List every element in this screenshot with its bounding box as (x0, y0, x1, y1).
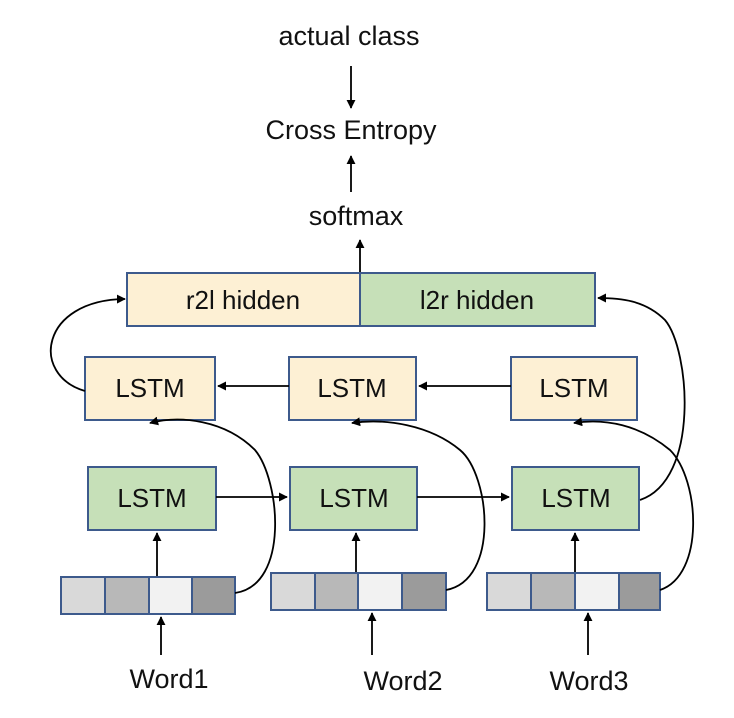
word1-label: Word1 (129, 664, 208, 694)
l2r-lstm-1-label: LSTM (117, 483, 186, 513)
embedding-1 (60, 576, 236, 615)
softmax-label: softmax (309, 201, 404, 231)
l2r-lstm-3 (511, 466, 640, 531)
r2l-hidden-label: r2l hidden (186, 285, 300, 315)
r2l-lstm-1 (84, 356, 216, 421)
cross-entropy-label: Cross Entropy (265, 115, 437, 145)
l2r-lstm-3-label: LSTM (541, 483, 610, 513)
curve-emb1-to-r2l1 (149, 416, 277, 594)
l2r-hidden-label: l2r hidden (420, 285, 534, 315)
l2r-hidden-box (359, 272, 596, 327)
curve-emb3-to-r2l3 (573, 417, 695, 591)
embedding-3 (486, 572, 661, 611)
embedding-2 (270, 572, 447, 611)
r2l-lstm-1-label: LSTM (115, 373, 184, 403)
curve-r2l1-to-r2l-hidden (49, 294, 126, 392)
l2r-lstm-1 (87, 466, 217, 531)
actual-class-label: actual class (278, 21, 419, 51)
curve-l2r3-to-l2r-hidden (597, 293, 686, 501)
curve-emb2-to-r2l2 (351, 417, 486, 591)
l2r-lstm-2 (289, 466, 418, 531)
l2r-lstm-2-label: LSTM (319, 483, 388, 513)
word2-label: Word2 (363, 666, 442, 696)
r2l-lstm-2-label: LSTM (317, 373, 386, 403)
word3-label: Word3 (549, 666, 628, 696)
r2l-lstm-3-label: LSTM (539, 373, 608, 403)
r2l-hidden-box (126, 272, 361, 327)
